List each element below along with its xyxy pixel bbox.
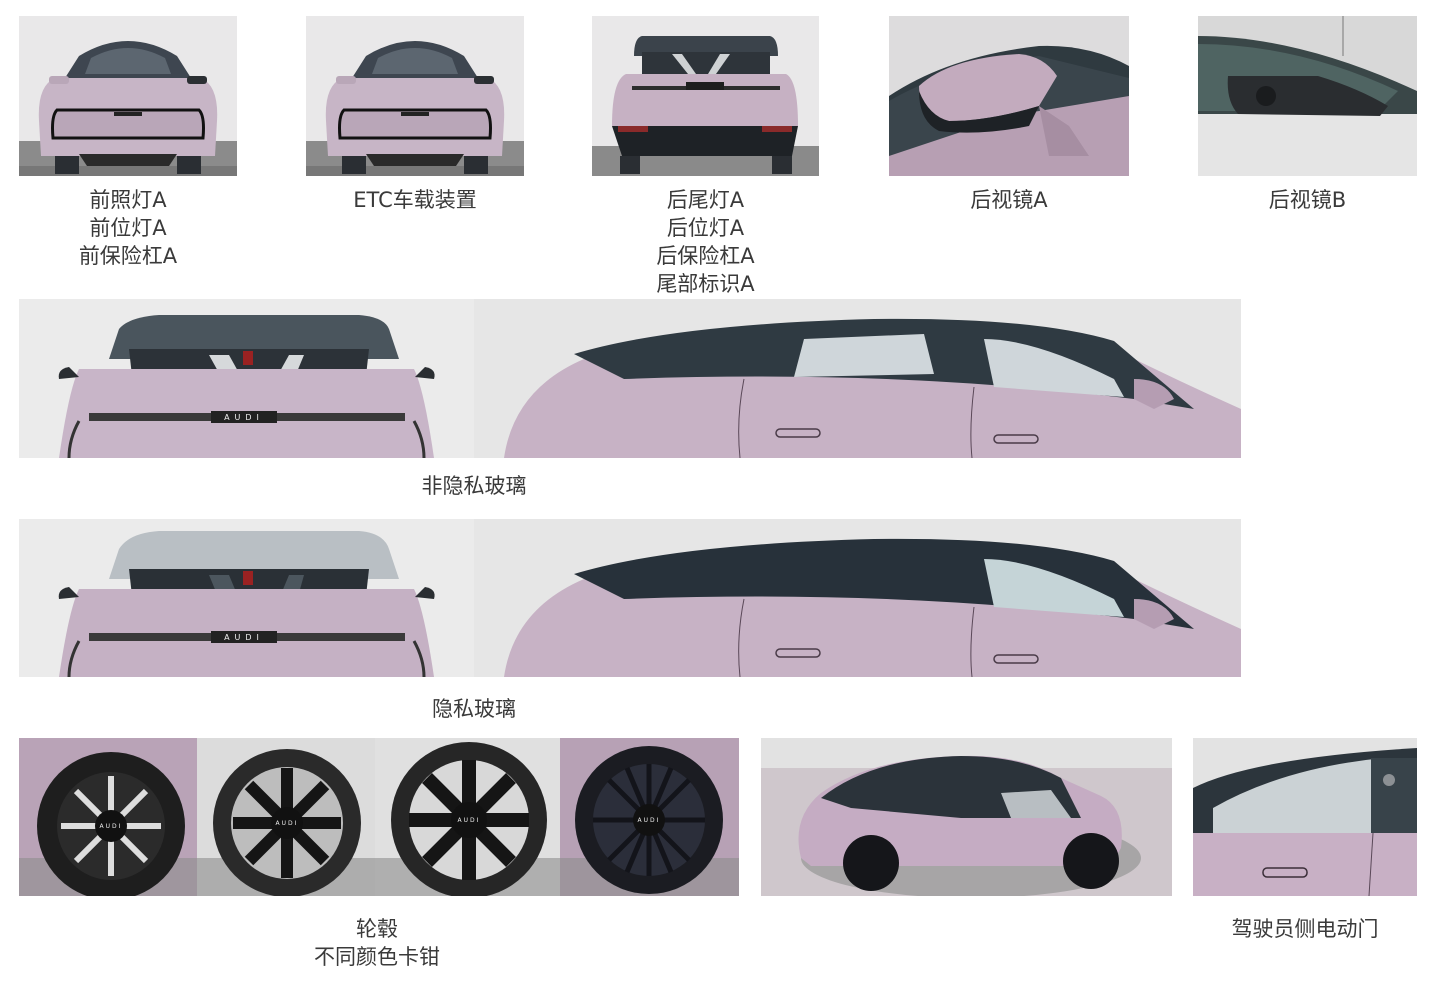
photo-mirror-a — [889, 16, 1129, 176]
caption-driver-door: 驾驶员侧电动门 — [1231, 917, 1379, 941]
caption-rear-lights: 后尾灯A 后位灯A 后保险杠A 尾部标识A — [656, 188, 755, 296]
svg-text:AUDI: AUDI — [100, 823, 123, 830]
svg-text:AUDI: AUDI — [458, 817, 481, 824]
caption-mirror-a: 后视镜A — [970, 188, 1048, 212]
photo-rear-privacy-glass: AUDI — [19, 519, 474, 677]
photo-wheels: AUDI AUDI AUDI AUDI — [19, 738, 739, 896]
caption-wheels: 轮毂 不同颜色卡钳 — [314, 917, 440, 969]
caption-front-lights: 前照灯A 前位灯A 前保险杠A — [78, 188, 178, 268]
photo-rear-lights — [592, 16, 819, 176]
svg-text:AUDI: AUDI — [224, 413, 264, 422]
photo-top-side-view — [761, 738, 1172, 896]
svg-text:AUDI: AUDI — [224, 633, 264, 642]
caption-mirror-b: 后视镜B — [1268, 188, 1347, 212]
photo-rear-non-privacy-glass: AUDI — [19, 299, 474, 458]
svg-text:AUDI: AUDI — [638, 817, 661, 824]
photo-side-non-privacy-glass — [474, 299, 1241, 458]
caption-etc-device: ETC车载装置 — [353, 188, 477, 212]
caption-privacy-glass: 隐私玻璃 — [432, 697, 516, 721]
photo-mirror-b — [1198, 16, 1417, 176]
photo-front-headlights — [19, 16, 237, 176]
photo-driver-door — [1193, 738, 1417, 896]
caption-non-privacy-glass: 非隐私玻璃 — [421, 474, 527, 498]
photo-side-privacy-glass — [474, 519, 1241, 677]
svg-text:AUDI: AUDI — [276, 820, 299, 827]
photo-front-etc — [306, 16, 524, 176]
